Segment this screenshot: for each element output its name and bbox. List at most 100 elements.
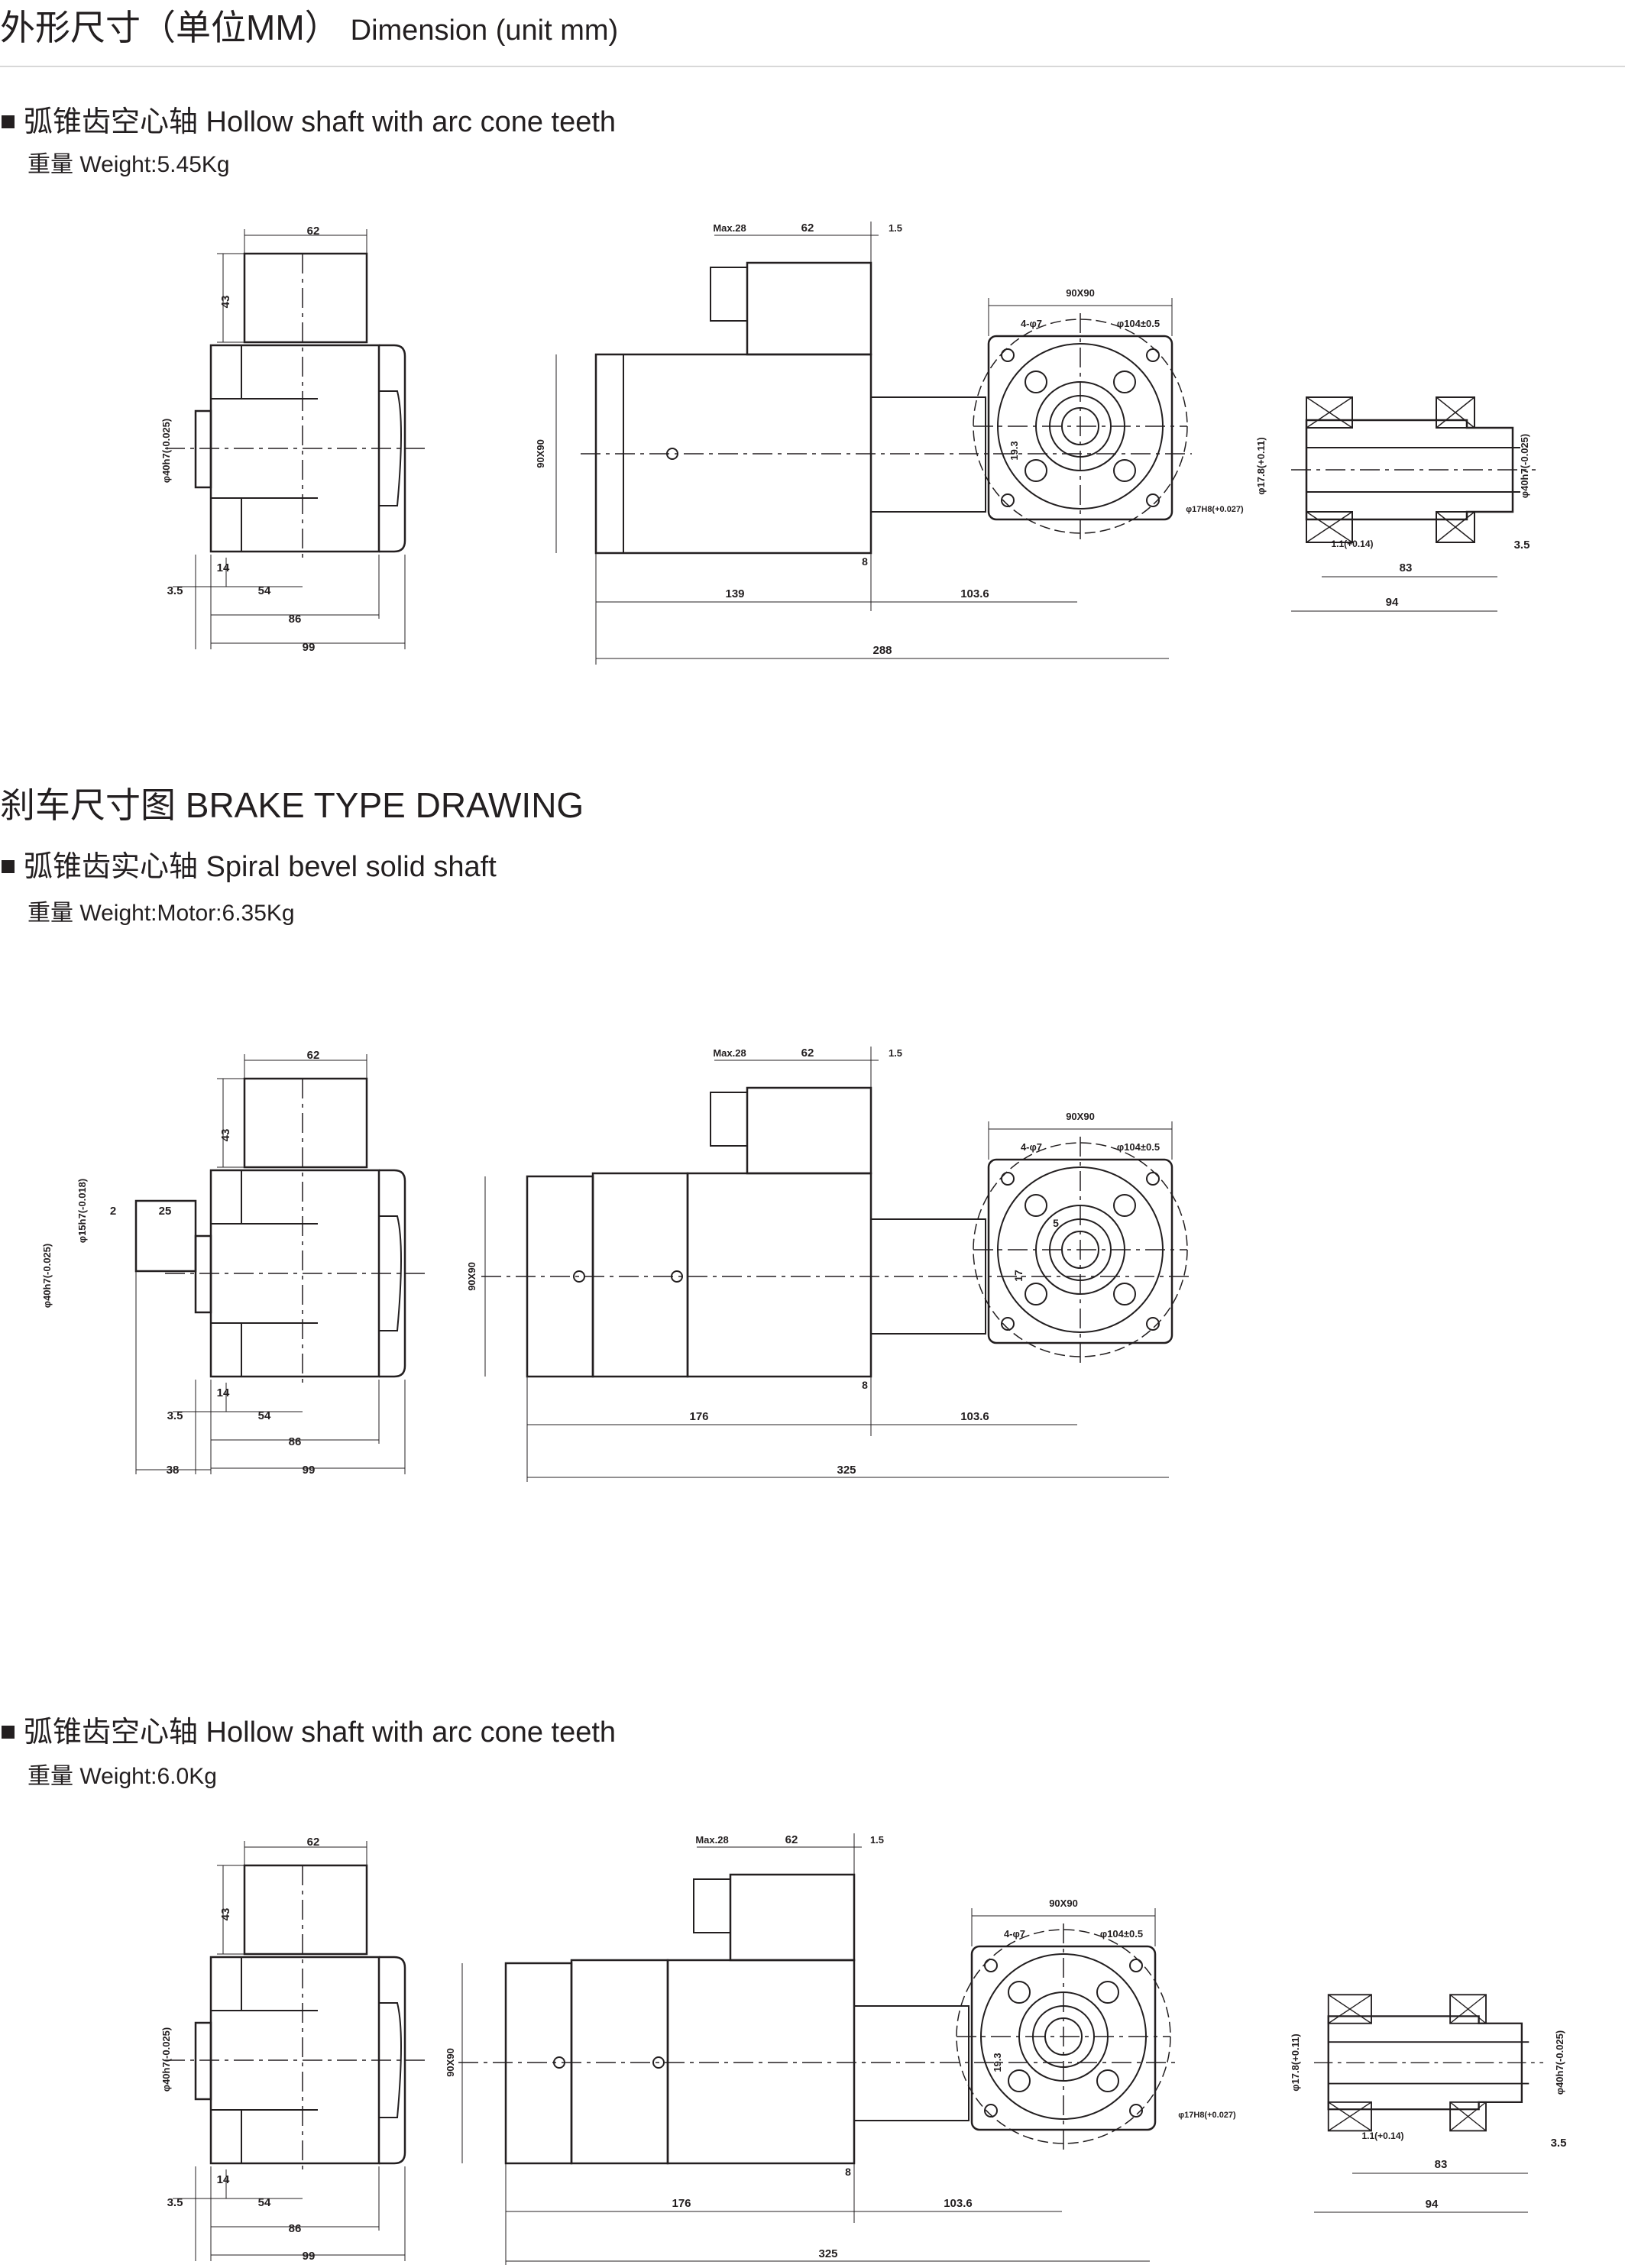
dim-176: 176 [689,1410,708,1423]
dim-phi17-8: φ17.8(+0.11) [1255,437,1267,494]
title-en: Dimension (unit mm) [350,15,619,47]
dim-43: 43 [219,296,232,309]
dim-288: 288 [872,644,892,657]
section-3-label-text: 弧锥齿空心轴 Hollow shaft with arc cone teeth [24,1716,617,1749]
dim-14: 14 [217,561,230,574]
section-2-front-view: Max.28 62 1.5 90X90 8 176 103.6 325 [466,1047,1192,1482]
dim-14: 14 [217,2173,230,2186]
dim-max28: Max.28 [695,1834,728,1846]
dim-phi40b: φ40h7(-0.025) [1554,2030,1565,2095]
dim-phi15: φ15h7(-0.018) [76,1179,88,1243]
dim-90x90: 90X90 [466,1262,477,1291]
section-2-side-view: 62 43 φ15h7(-0.018) φ40h7(-0.025) 2 25 3… [41,1049,426,1477]
dim-1-1: 1.1(+0.14) [1331,539,1373,549]
dim-phi104: φ104±0.5 [1117,1141,1160,1153]
section-1-front-view: Max.28 62 1.5 90X90 8 139 103.6 288 [535,222,1192,665]
dim-3-5: 3.5 [167,2196,183,2209]
dim-62: 62 [307,1836,320,1849]
dim-90x90: 90X90 [445,2048,456,2077]
section-1-label-text: 弧锥齿空心轴 Hollow shaft with arc cone teeth [24,106,617,138]
dim-8: 8 [845,2166,851,2178]
dim-54: 54 [258,2196,271,2209]
dim-94: 94 [1426,2198,1439,2211]
dim-54: 54 [258,584,271,597]
section-1-flange-view: 90X90 4-φ7 φ104±0.5 19.3 φ17H8(+0.027) [972,287,1244,544]
section-3-flange-view: 90X90 4-φ7 φ104±0.5 19.3 φ17H8(+0.027) [955,1898,1236,2154]
dim-62b: 62 [801,1047,814,1060]
dim-54: 54 [258,1409,271,1422]
dim-99: 99 [303,641,316,654]
section-2-label-text: 弧锥齿实心轴 Spiral bevel solid shaft [24,851,497,883]
dim-1-5: 1.5 [870,1834,884,1846]
dim-62b: 62 [785,1833,798,1846]
dim-3-5b: 3.5 [1551,2137,1567,2150]
section-3-weight: 重量 Weight:6.0Kg [28,1764,217,1789]
dim-90x90b: 90X90 [1049,1898,1078,1909]
section-3-label: 弧锥齿空心轴 Hollow shaft with arc cone teeth [2,1708,616,1750]
dim-4-phi7: 4-φ7 [1004,1928,1025,1940]
page-title: 外形尺寸（单位MM） Dimension (unit mm) [0,0,618,50]
dim-4-phi7: 4-φ7 [1021,1141,1042,1153]
dim-phi40: φ40h7(-0.025) [160,419,172,483]
dim-phi17h8: φ17H8(+0.027) [1178,2111,1236,2120]
dim-19-3: 19.3 [992,2053,1003,2072]
dim-phi40: φ40h7(-0.025) [160,2027,172,2092]
title-cn: 外形尺寸（单位MM） [0,8,340,47]
dim-90x90b: 90X90 [1066,1111,1095,1122]
dim-86: 86 [289,2222,302,2235]
dim-phi104: φ104±0.5 [1100,1928,1143,1940]
dim-phi40: φ40h7(-0.025) [41,1244,53,1308]
section-1-weight: 重量 Weight:5.45Kg [28,152,230,177]
dim-1-5: 1.5 [889,222,902,234]
dim-phi17h8: φ17H8(+0.027) [1186,505,1244,514]
dim-phi104: φ104±0.5 [1117,318,1160,329]
dim-86: 86 [289,613,302,626]
bullet-square-icon [2,860,15,873]
dim-62b: 62 [801,222,814,235]
dim-3-5: 3.5 [167,584,183,597]
dim-38: 38 [167,1464,180,1477]
dim-103-6: 103.6 [960,587,989,600]
section-1-hollow-shaft-section: φ17.8(+0.11) φ40h7(-0.025) 1.1(+0.14) 83… [1255,396,1537,612]
dim-83: 83 [1400,561,1413,574]
dim-99: 99 [303,1464,316,1477]
dim-99: 99 [303,2250,316,2263]
dim-17: 17 [1012,1270,1025,1282]
dim-325: 325 [818,2247,837,2260]
dim-phi17-8: φ17.8(+0.11) [1290,2033,1301,2091]
dim-139: 139 [725,587,744,600]
bullet-square-icon [2,115,15,128]
header-divider [0,66,1625,67]
dim-3-5: 3.5 [167,1409,183,1422]
section-3-hollow-shaft-section: φ17.8(+0.11) φ40h7(-0.025) 1.1(+0.14) 83… [1290,1994,1567,2213]
section-3-side-view: 62 43 φ40h7(-0.025) 3.5 14 54 86 99 [160,1836,426,2263]
dim-max28: Max.28 [713,1047,746,1059]
dim-8: 8 [862,555,868,568]
section-2-weight: 重量 Weight:Motor:6.35Kg [28,901,295,926]
dim-90x90b: 90X90 [1066,287,1095,299]
dim-1-5: 1.5 [889,1047,902,1059]
dim-5: 5 [1053,1217,1059,1229]
dim-176: 176 [672,2197,691,2210]
dim-62: 62 [307,225,320,238]
dim-83: 83 [1435,2158,1448,2171]
section-2-label: 弧锥齿实心轴 Spiral bevel solid shaft [2,843,497,885]
dim-94: 94 [1386,596,1399,609]
dim-86: 86 [289,1435,302,1448]
dim-max28: Max.28 [713,222,746,234]
section-3-front-view: Max.28 62 1.5 90X90 8 176 103.6 325 [445,1833,1177,2265]
dim-103-6: 103.6 [944,2197,973,2210]
dim-325: 325 [837,1464,856,1477]
section-1-label: 弧锥齿空心轴 Hollow shaft with arc cone teeth [2,98,616,140]
dim-90x90: 90X90 [535,439,546,468]
dim-8: 8 [862,1379,868,1391]
dim-25: 25 [159,1205,172,1218]
section-1-side-view: 62 43 φ40h7(-0.025) 3.5 14 54 86 99 [160,225,426,654]
dim-1-1: 1.1(+0.14) [1361,2130,1403,2141]
dim-14: 14 [217,1386,230,1399]
bullet-square-icon [2,1726,15,1739]
dim-19-3: 19.3 [1008,441,1020,460]
dim-phi40b: φ40h7(-0.025) [1519,434,1530,498]
dim-4-phi7: 4-φ7 [1021,318,1042,329]
